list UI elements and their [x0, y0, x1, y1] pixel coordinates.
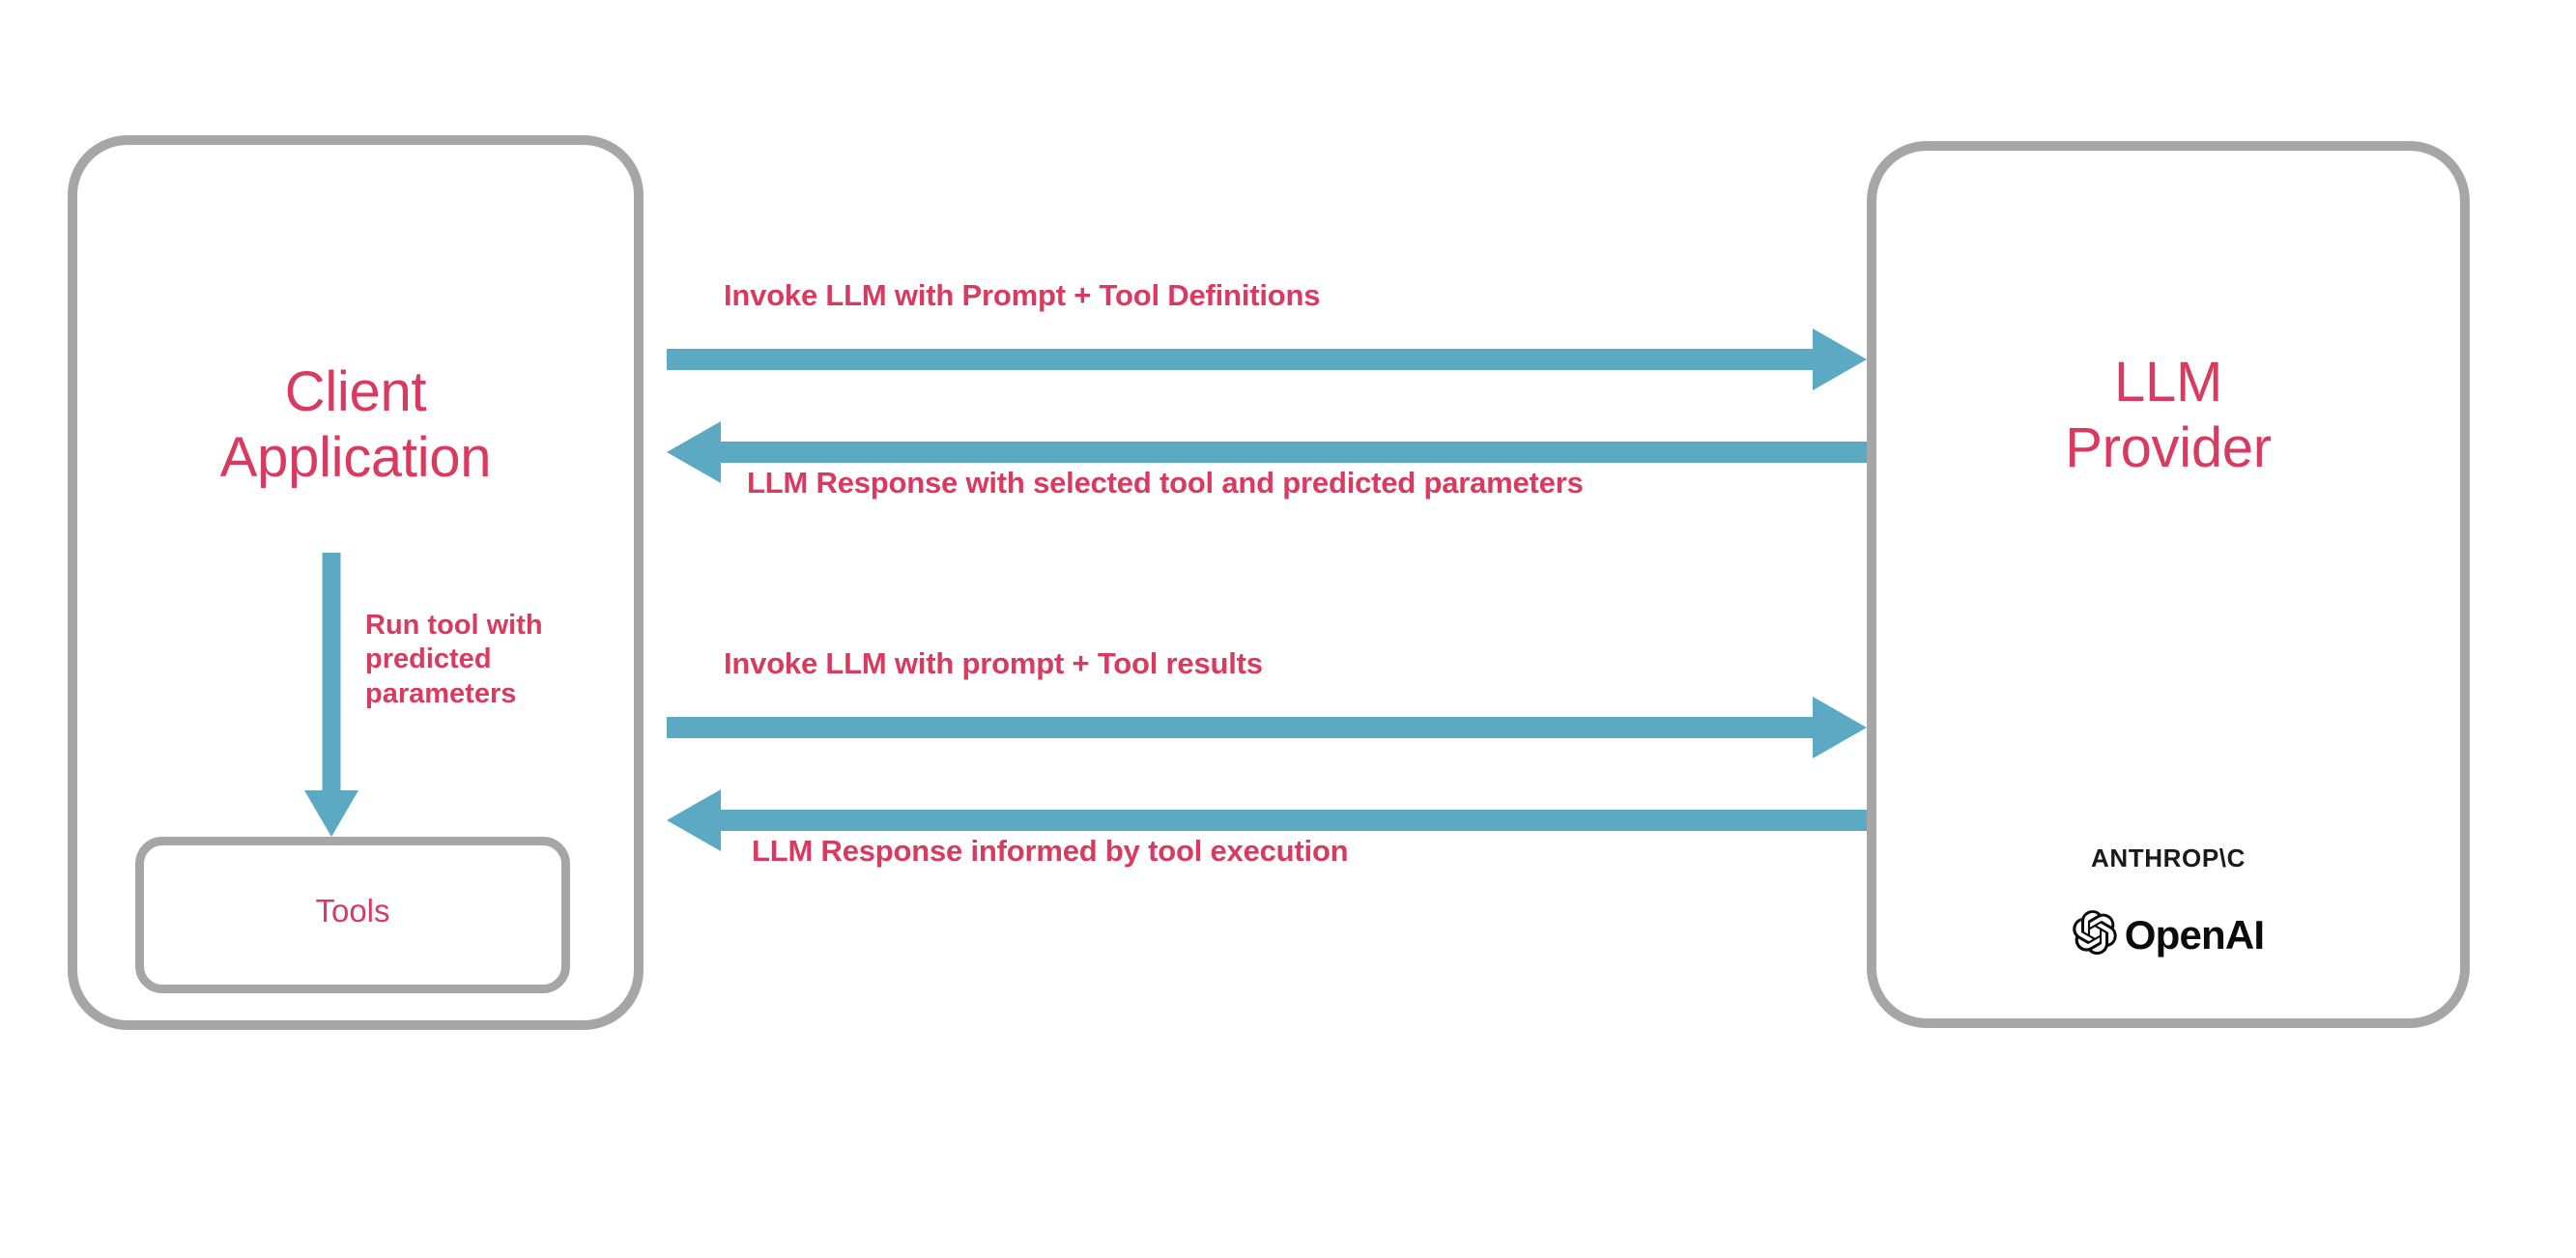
flow-label-invoke-1: Invoke LLM with Prompt + Tool Definition…: [724, 278, 1321, 312]
flow-label-response-1: LLM Response with selected tool and pred…: [747, 466, 1584, 500]
tools-label: Tools: [315, 893, 390, 929]
llm-provider-title: LLM Provider: [2065, 351, 2272, 480]
run-tool-arrow: [296, 553, 367, 839]
flow-label-response-2: LLM Response informed by tool execution: [752, 834, 1349, 868]
client-application-title: Client Application: [219, 360, 492, 490]
flow-label-invoke-2: Invoke LLM with prompt + Tool results: [724, 646, 1263, 680]
openai-wordmark: OpenAI: [2124, 911, 2265, 958]
anthropic-logo: ANTHROP\C: [2091, 843, 2246, 872]
tools-box: [135, 837, 570, 993]
openai-logo: OpenAI: [1867, 910, 2470, 959]
flow-arrow-invoke-1: [667, 329, 1867, 390]
flow-arrow-response-1: [667, 421, 1867, 483]
flow-arrow-invoke-2: [667, 697, 1867, 758]
run-tool-label: Run tool with predicted parameters: [365, 610, 543, 709]
flow-arrow-response-2: [667, 789, 1867, 851]
openai-knot-icon: [2072, 910, 2117, 959]
llm-provider-box: [1867, 141, 2470, 1028]
